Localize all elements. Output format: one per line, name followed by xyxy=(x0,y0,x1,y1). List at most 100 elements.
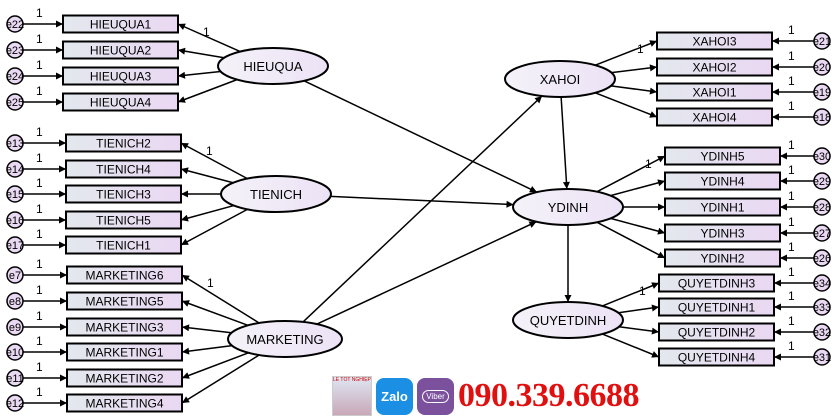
error-term-label: e13 xyxy=(6,138,24,150)
error-term-circle xyxy=(813,198,831,216)
observed-variable-label: MARKETING6 xyxy=(85,269,163,283)
error-weight-label: 1 xyxy=(788,138,795,152)
loading-arrow xyxy=(618,325,660,335)
observed-variable-label: QUYETDINH2 xyxy=(678,326,756,340)
observed-variable-label: TIENICH3 xyxy=(96,188,151,202)
observed-variable-box xyxy=(664,248,781,268)
error-weight-label: 1 xyxy=(36,6,43,20)
loading-arrow xyxy=(602,333,660,358)
observed-variable-box xyxy=(65,184,182,204)
observed-variable-box xyxy=(66,317,183,337)
observed-variable-label: YDINH5 xyxy=(700,150,744,164)
observed-variable-label: HIEUQUA2 xyxy=(90,44,152,58)
loading-arrow xyxy=(181,300,249,327)
loading-arrow xyxy=(177,23,241,53)
error-term-label: e9 xyxy=(9,322,21,334)
loading-arrow xyxy=(618,304,660,314)
graduation-thumbnail: LỄ TỐT NGHIỆP xyxy=(332,376,372,416)
loading-arrow xyxy=(177,78,238,103)
observed-variable-box xyxy=(656,57,773,77)
zalo-logo[interactable]: Zalo xyxy=(376,377,413,415)
loading-arrow xyxy=(180,142,248,180)
loading-arrow xyxy=(181,344,233,355)
observed-variable-label: XAHOI3 xyxy=(692,35,736,49)
loading-arrow xyxy=(180,204,235,222)
loading-arrow xyxy=(181,274,260,324)
error-term-label: e17 xyxy=(6,240,24,252)
error-term-circle xyxy=(6,134,24,152)
error-term-label: e10 xyxy=(6,347,24,359)
error-term-circle xyxy=(813,58,831,76)
error-term-circle xyxy=(813,323,831,341)
observed-variable-box xyxy=(656,107,773,127)
error-term-circle xyxy=(6,266,24,284)
error-weight-label: 1 xyxy=(36,257,43,271)
loading-arrow xyxy=(181,352,249,379)
observed-variable-label: TIENICH5 xyxy=(96,214,151,228)
latent-variable-ellipse xyxy=(227,320,343,358)
loading-arrow xyxy=(177,47,225,59)
observed-variable-box xyxy=(62,66,179,86)
error-term-circle xyxy=(6,236,24,254)
error-term-label: e28 xyxy=(813,202,831,214)
error-term-label: e19 xyxy=(813,87,831,99)
observed-variable-box xyxy=(66,368,183,388)
error-term-label: e8 xyxy=(9,296,21,308)
observed-variable-box xyxy=(66,342,183,362)
error-term-circle xyxy=(6,41,24,59)
error-weight-label: 1 xyxy=(788,74,795,88)
error-term-label: e26 xyxy=(813,253,831,265)
observed-variable-label: HIEUQUA4 xyxy=(90,96,152,110)
observed-variable-box xyxy=(656,31,773,51)
observed-variable-label: YDINH2 xyxy=(700,252,744,266)
observed-variable-box xyxy=(65,159,182,179)
error-weight-label: 1 xyxy=(788,99,795,113)
latent-variable-ellipse xyxy=(512,188,624,226)
loading-weight-label: 1 xyxy=(206,144,213,158)
error-term-circle xyxy=(6,185,24,203)
error-weight-label: 1 xyxy=(36,125,43,139)
loading-weight-label: 1 xyxy=(637,42,644,56)
observed-variable-label: MARKETING1 xyxy=(85,346,163,360)
latent-variable-label: HIEUQUA xyxy=(243,59,303,74)
observed-variable-box xyxy=(664,171,781,191)
viber-logo[interactable]: Viber xyxy=(417,377,454,415)
observed-variable-label: HIEUQUA1 xyxy=(90,18,152,32)
error-term-circle xyxy=(6,318,24,336)
observed-variable-label: MARKETING4 xyxy=(85,397,163,411)
observed-variable-label: YDINH4 xyxy=(700,175,744,189)
observed-variable-label: XAHOI2 xyxy=(692,61,736,75)
loading-weight-label: 1 xyxy=(645,157,652,171)
observed-variable-label: XAHOI1 xyxy=(692,86,736,100)
observed-variable-label: TIENICH4 xyxy=(96,163,151,177)
error-term-label: e16 xyxy=(6,215,24,227)
error-term-label: e31 xyxy=(813,352,831,364)
error-term-label: e14 xyxy=(6,164,24,176)
observed-variable-box xyxy=(62,14,179,34)
latent-variable-label: MARKETING xyxy=(246,332,323,347)
structural-path-arrow xyxy=(302,95,543,323)
error-weight-label: 1 xyxy=(36,151,43,165)
error-weight-label: 1 xyxy=(36,32,43,46)
structural-path-arrow xyxy=(316,221,537,325)
error-weight-label: 1 xyxy=(36,176,43,190)
observed-variable-box xyxy=(62,40,179,60)
structural-path-arrow xyxy=(330,195,514,208)
error-weight-label: 1 xyxy=(788,265,795,279)
error-weight-label: 1 xyxy=(788,215,795,229)
error-term-circle xyxy=(813,32,831,50)
latent-variable-label: TIENICH xyxy=(250,187,302,202)
error-weight-label: 1 xyxy=(36,309,43,323)
loading-arrow xyxy=(610,179,666,197)
error-term-circle xyxy=(813,172,831,190)
observed-variable-label: YDINH3 xyxy=(700,227,744,241)
loading-weight-label: 1 xyxy=(203,25,210,39)
error-weight-label: 1 xyxy=(36,283,43,297)
error-term-circle xyxy=(813,83,831,101)
loading-arrow xyxy=(181,354,260,404)
loading-arrow xyxy=(594,92,658,118)
loading-arrow xyxy=(594,40,658,66)
error-weight-label: 1 xyxy=(788,49,795,63)
latent-variable-ellipse xyxy=(220,175,332,213)
